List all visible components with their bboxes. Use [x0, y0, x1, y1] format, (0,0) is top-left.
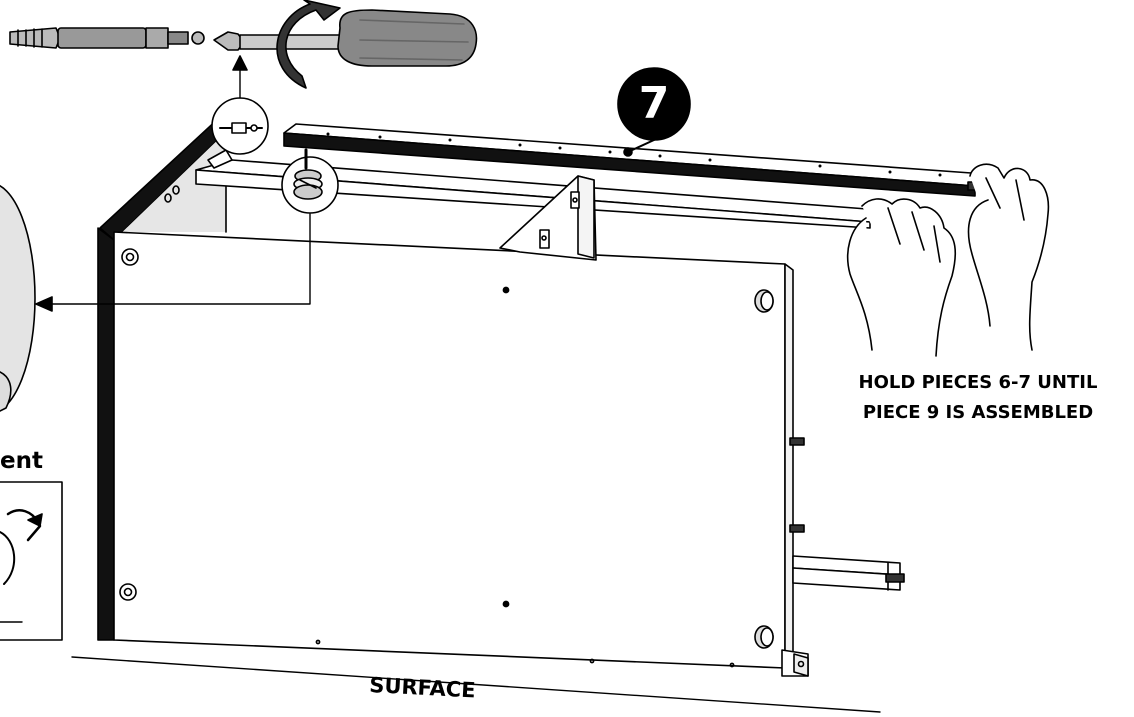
divider-piece [499, 175, 597, 261]
bottom-stub-rail [792, 555, 905, 591]
cover-cap-bottom [754, 625, 774, 649]
magnified-detail-partial [0, 185, 36, 412]
detail-leader-arrow [35, 213, 311, 312]
partial-inset-label: ent [0, 448, 43, 474]
rotation-inset-partial [0, 481, 63, 641]
small-screw [219, 122, 263, 134]
piece-7-badge [617, 67, 691, 157]
piece-number-label: 7 [638, 78, 670, 129]
up-arrow [232, 55, 248, 99]
rotation-arrow-icon [276, 0, 341, 89]
front-panel [113, 231, 805, 673]
bolt-dowel [9, 27, 205, 49]
cover-cap-top [754, 289, 774, 313]
hold-instruction-line-2: PIECE 9 IS ASSEMBLED [862, 402, 1094, 423]
screwdriver [213, 9, 478, 67]
corner-bracket [781, 649, 809, 677]
hand-left [846, 198, 957, 357]
surface-line [71, 656, 881, 713]
hold-instruction-line-1: HOLD PIECES 6-7 UNTIL [858, 372, 1098, 393]
cam-lock-top-left [121, 248, 139, 266]
cam-lock-bottom-left [119, 583, 137, 601]
hold-instruction: HOLD PIECES 6-7 UNTIL PIECE 9 IS ASSEMBL… [832, 368, 1124, 428]
left-side-panel [97, 116, 227, 641]
cam-fitting [293, 148, 323, 200]
hand-right [967, 163, 1050, 351]
